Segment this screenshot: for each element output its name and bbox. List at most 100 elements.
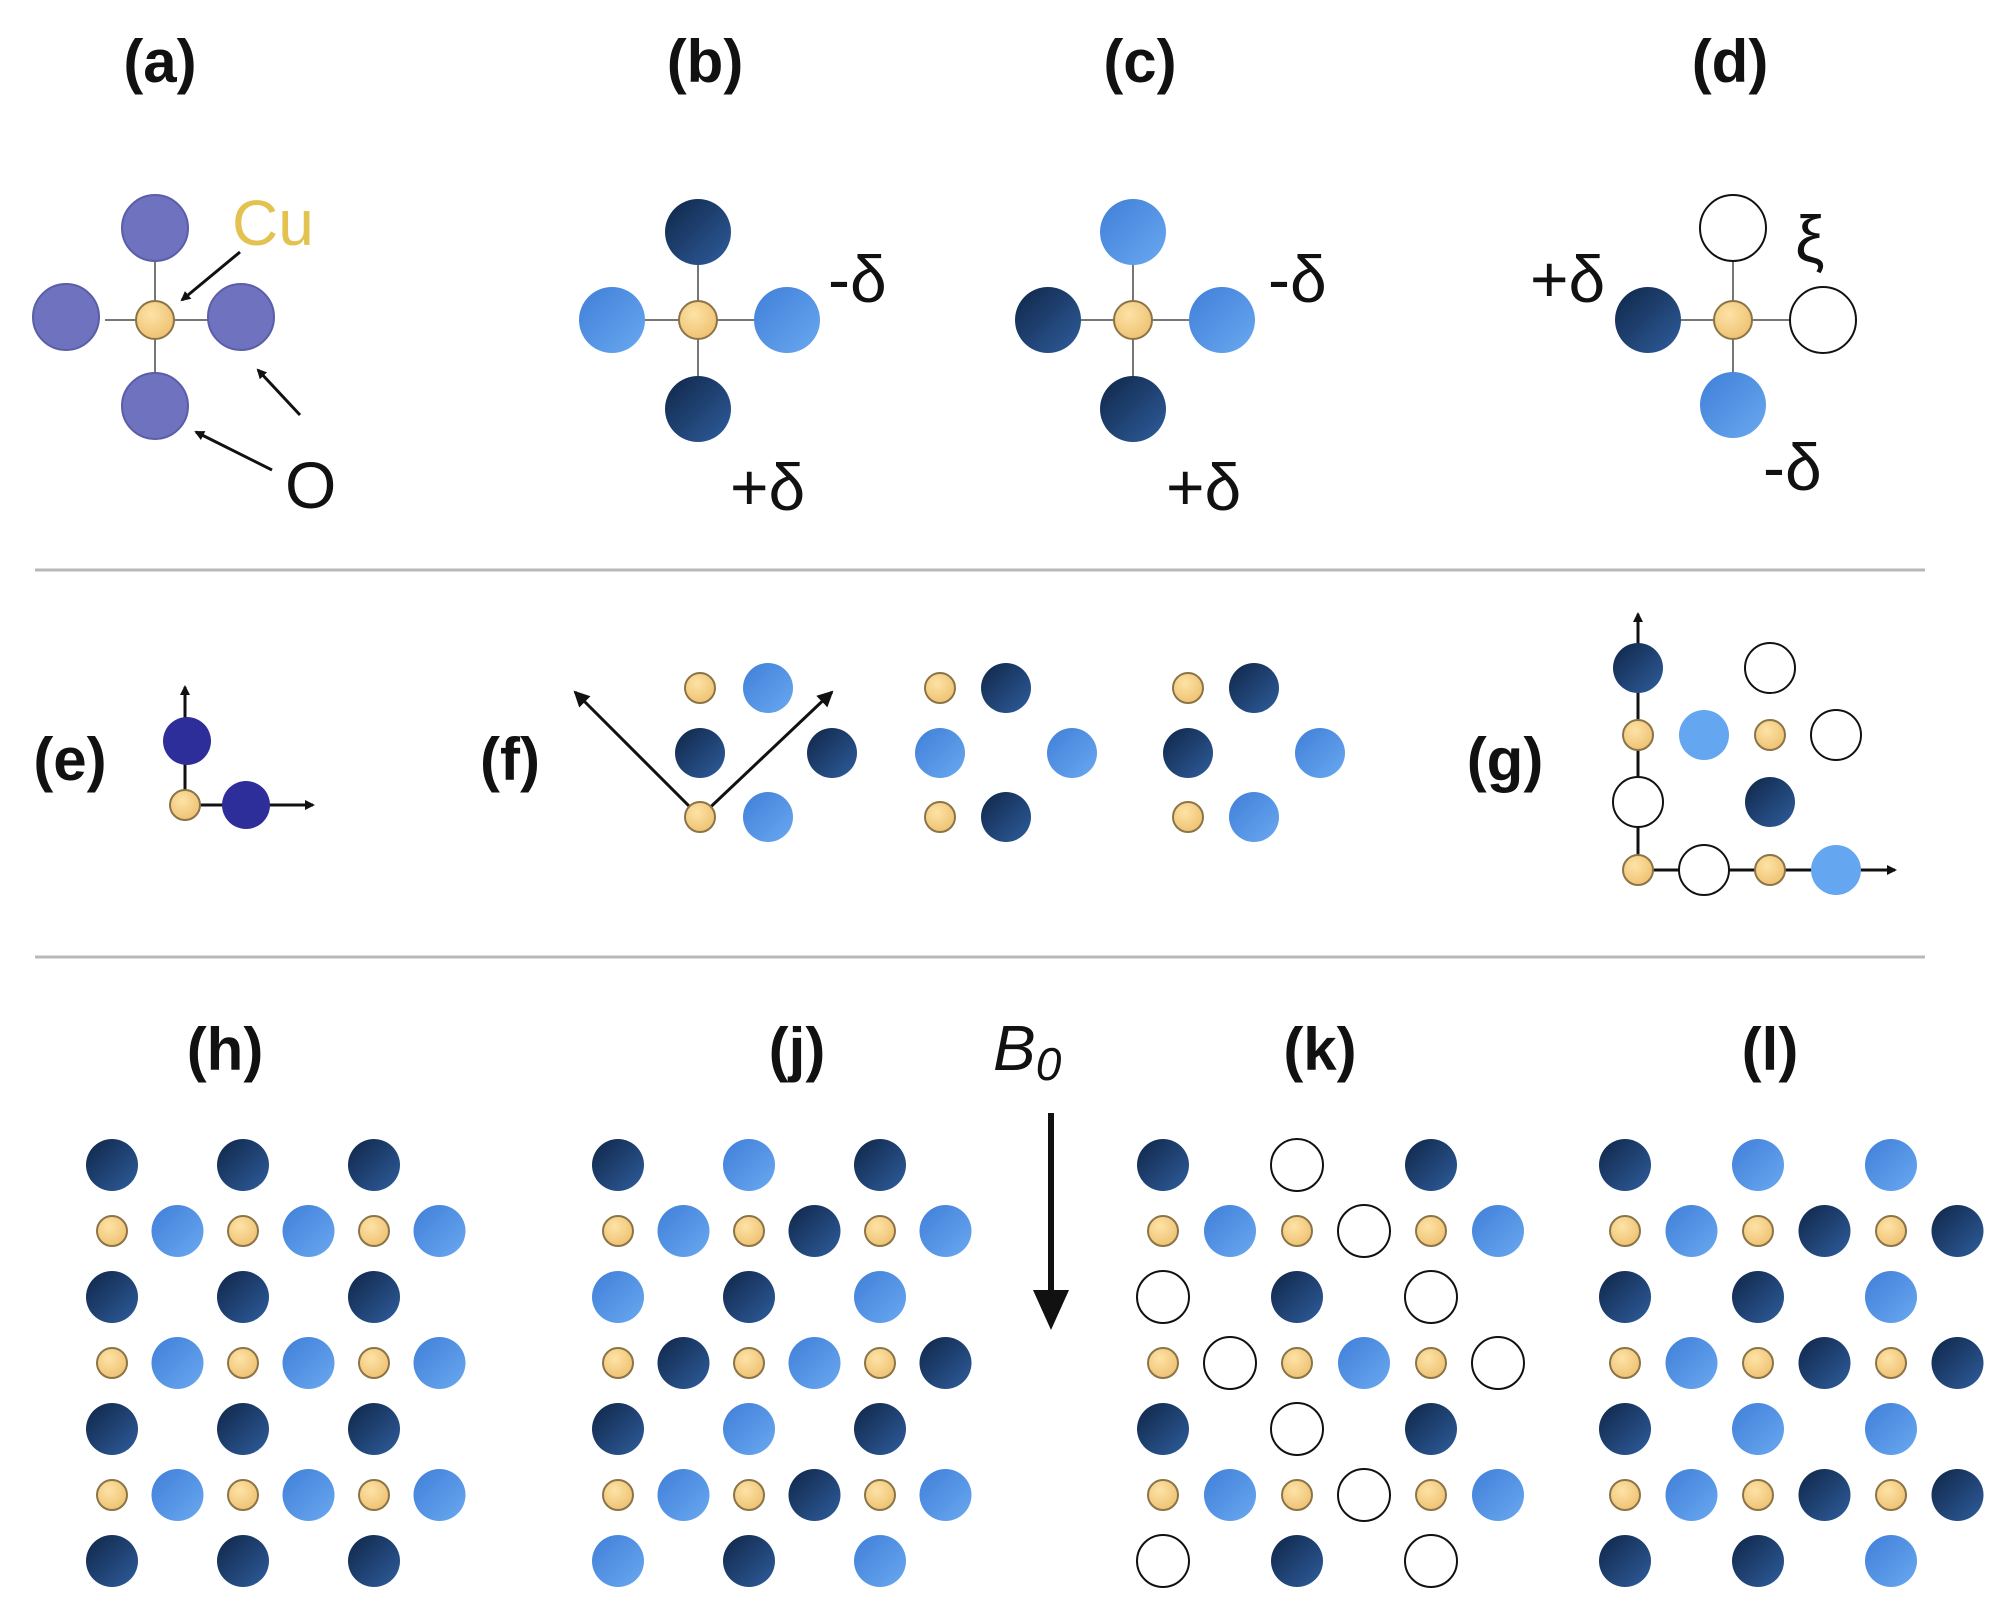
panel-label-b: (b) — [667, 28, 744, 95]
minus-delta-label: -δ — [1763, 430, 1822, 504]
copper-atom — [1415, 1215, 1447, 1247]
oxygen-plus-delta — [348, 1271, 400, 1323]
oxygen-minus-delta — [1204, 1469, 1256, 1521]
oxygen-plus-delta — [1931, 1337, 1984, 1389]
oxygen-plus-delta — [854, 1139, 906, 1191]
copper-atom — [1609, 1215, 1641, 1247]
copper-atom — [227, 1215, 259, 1247]
oxygen-plus-delta — [723, 1271, 775, 1323]
copper-atom — [1147, 1347, 1179, 1379]
b0-field: B0 — [993, 1012, 1069, 1330]
copper-atom — [864, 1215, 896, 1247]
oxygen-minus-delta — [1295, 728, 1345, 778]
oxygen-plus-delta — [1229, 663, 1279, 713]
oxygen-minus-delta — [1204, 1205, 1256, 1257]
oxygen-minus-delta — [1472, 1469, 1524, 1521]
copper-atom — [1281, 1479, 1313, 1511]
oxygen-plus-delta — [788, 1205, 841, 1257]
minus-delta-label: -δ — [1268, 242, 1327, 316]
panel-d-plaquette: ξ +δ -δ — [1530, 194, 1857, 504]
oxygen-plus-delta — [1599, 1139, 1651, 1191]
oxygen-atom — [207, 283, 275, 351]
oxygen-plus-delta — [1599, 1535, 1651, 1587]
oxygen-plus-delta — [1137, 1139, 1189, 1191]
oxygen-plus-delta — [1405, 1403, 1457, 1455]
oxygen-plus-delta — [1100, 376, 1166, 442]
oxygen-plus-delta — [854, 1403, 906, 1455]
oxygen-plus-delta — [1931, 1469, 1984, 1521]
oxygen-minus-delta — [743, 792, 793, 842]
panel-a-plaquette: Cu O — [32, 187, 336, 522]
oxygen-plus-delta — [788, 1469, 841, 1521]
panel-label-e: (e) — [33, 726, 106, 793]
panel-label-f: (f) — [480, 726, 540, 793]
oxygen-plus-delta — [1163, 728, 1213, 778]
oxygen-plus-delta — [348, 1139, 400, 1191]
panel-e-unit-cell — [163, 685, 315, 829]
oxygen-minus-delta — [723, 1403, 775, 1455]
copper-atom — [1172, 672, 1204, 704]
copper-atom — [1742, 1347, 1774, 1379]
oxygen-minus-delta — [592, 1535, 644, 1587]
copper-atom — [864, 1479, 896, 1511]
oxygen-xi-open — [1337, 1204, 1391, 1258]
oxygen-plus-delta — [723, 1535, 775, 1587]
copper-atom — [733, 1347, 765, 1379]
oxygen-plus-delta — [86, 1139, 138, 1191]
oxygen-plus-delta — [665, 199, 731, 265]
oxygen-xi-open — [1337, 1468, 1391, 1522]
oxygen-minus-delta — [151, 1469, 204, 1521]
copper-atom — [1172, 801, 1204, 833]
oxygen-plus-delta — [592, 1403, 644, 1455]
copper-atom — [227, 1479, 259, 1511]
oxygen-minus-delta — [657, 1205, 710, 1257]
oxygen-minus-delta — [1865, 1535, 1917, 1587]
oxygen-minus-delta — [754, 287, 820, 353]
lattice-l — [1599, 1139, 1984, 1587]
oxygen-minus-delta — [282, 1469, 335, 1521]
panel-label-j: (j) — [769, 1016, 826, 1083]
oxygen-minus-delta — [854, 1535, 906, 1587]
oxygen-minus-delta — [743, 663, 793, 713]
panel-label-a: (a) — [123, 28, 196, 95]
oxygen-atom — [121, 372, 189, 440]
oxygen-minus-delta — [1665, 1469, 1718, 1521]
copper-atom — [358, 1215, 390, 1247]
oxygen-minus-delta — [151, 1205, 204, 1257]
oxygen-plus-delta — [1405, 1139, 1457, 1191]
oxygen-plus-delta — [1798, 1337, 1851, 1389]
panel-b-plaquette: -δ +δ — [579, 199, 887, 524]
o-label: O — [285, 448, 336, 522]
lattice-j — [592, 1139, 972, 1587]
oxygen-minus-delta — [1472, 1205, 1524, 1257]
o-pointer-arrow — [256, 368, 302, 417]
oxygen-atom — [222, 781, 270, 829]
copper-atom — [1875, 1347, 1907, 1379]
panel-label-l: (l) — [1742, 1016, 1799, 1083]
panel-g-unit-cell — [1612, 612, 1897, 896]
oxygen-xi-open — [1810, 709, 1862, 761]
oxygen-minus-delta — [592, 1271, 644, 1323]
oxygen-xi-open — [1203, 1336, 1257, 1390]
xi-label: ξ — [1795, 202, 1825, 276]
copper-atom — [1754, 719, 1786, 751]
o-pointer-arrow — [194, 430, 273, 472]
oxygen-plus-delta — [86, 1535, 138, 1587]
panel-label-d: (d) — [1692, 28, 1769, 95]
oxygen-minus-delta — [723, 1139, 775, 1191]
oxygen-plus-delta — [1599, 1271, 1651, 1323]
oxygen-minus-delta — [1100, 199, 1166, 265]
oxygen-plus-delta — [217, 1403, 269, 1455]
oxygen-minus-delta — [915, 728, 965, 778]
oxygen-minus-delta — [579, 287, 645, 353]
oxygen-atom — [121, 194, 189, 262]
copper-atom — [1113, 300, 1153, 340]
copper-atom — [96, 1347, 128, 1379]
oxygen-minus-delta — [1189, 287, 1255, 353]
copper-atom — [733, 1479, 765, 1511]
oxygen-plus-delta — [665, 376, 731, 442]
oxygen-minus-delta — [1229, 792, 1279, 842]
panel-c-plaquette: -δ +δ — [1015, 199, 1327, 524]
oxygen-xi-open — [1404, 1270, 1458, 1324]
oxygen-minus-delta — [413, 1469, 466, 1521]
